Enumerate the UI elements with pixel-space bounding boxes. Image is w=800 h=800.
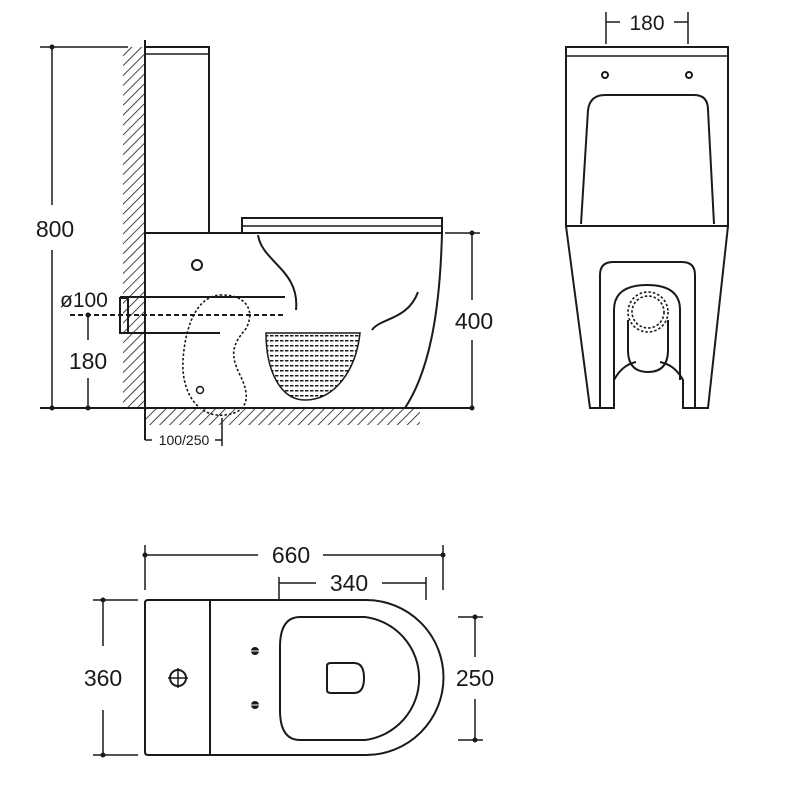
dim-660: 660: [142, 542, 446, 590]
floor-hatch: [145, 409, 420, 425]
inlet-hole: [191, 259, 203, 271]
outlet-neck: [627, 320, 669, 374]
bowl-front-left: [565, 225, 637, 409]
dim-400: 400: [445, 230, 493, 411]
dim-800-label: 800: [36, 216, 74, 242]
seat-handle: [326, 662, 366, 694]
mount-hole-right: [685, 71, 693, 79]
outlet-arch: [613, 283, 681, 380]
wall-hatch: [123, 47, 145, 409]
dim-180-pipe: 180: [69, 312, 107, 411]
front-view: 180: [565, 12, 730, 409]
top-view: 660 340 360 250: [84, 542, 494, 758]
tank-front: [565, 46, 729, 227]
dim-100-250-label: 100/250: [159, 432, 210, 448]
dim-360: 360: [84, 597, 138, 758]
tank-panel: [580, 94, 715, 225]
dim-180-front-label: 180: [629, 12, 664, 35]
dim-360-label: 360: [84, 665, 122, 691]
dim-180-label: 180: [69, 348, 107, 374]
dim-800: 800: [36, 44, 128, 411]
dim-100-250: 100/250: [145, 418, 223, 448]
bowl-front-right: [566, 225, 730, 409]
floor-fix-hole: [195, 385, 205, 395]
tank: [144, 46, 210, 234]
dim-250-label: 250: [456, 665, 494, 691]
dim-660-label: 660: [272, 542, 310, 568]
dim-180-front: 180: [605, 12, 689, 44]
dim-400-label: 400: [455, 308, 493, 334]
pipe-stub: [119, 297, 129, 334]
dim-250: 250: [456, 614, 494, 743]
base-arch: [599, 261, 696, 408]
pipe-diameter-label: ø100: [60, 289, 108, 312]
trapway-curve: [257, 234, 298, 311]
dim-340-label: 340: [330, 570, 368, 596]
dim-340: 340: [278, 570, 427, 600]
water-area: [265, 332, 361, 401]
flush-button-icon: [168, 668, 188, 688]
mount-hole-left: [601, 71, 609, 79]
bowl-body: [145, 232, 444, 409]
bowl-rim-curve: [371, 291, 419, 331]
seat-hinge-holes: [250, 647, 260, 709]
seat: [241, 217, 443, 232]
outlet-ring-inner: [631, 295, 665, 329]
outlet-ring-outer: [627, 291, 669, 333]
seat-outline: [279, 616, 421, 741]
side-view: 800 180 ø100 400 100/250: [36, 40, 493, 448]
top-outline: [144, 599, 445, 756]
s-trap-outline: [182, 294, 251, 416]
